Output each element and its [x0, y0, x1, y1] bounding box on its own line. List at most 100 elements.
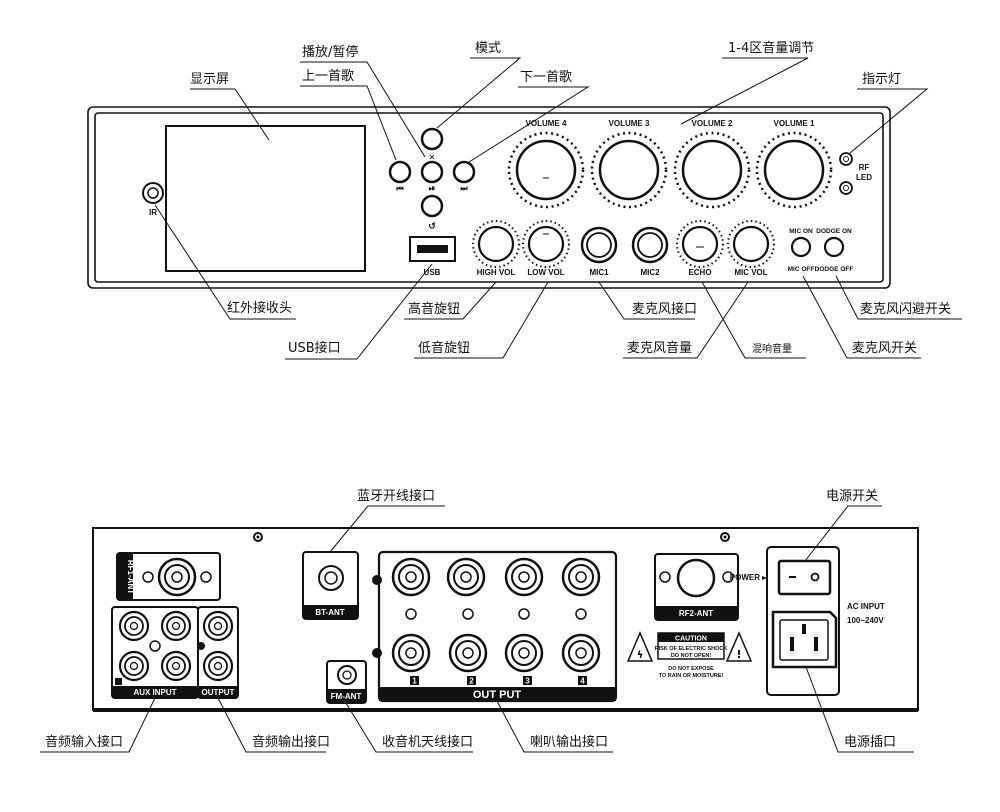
callout-display: 显示屏	[190, 72, 229, 87]
skip-forward-icon: ⏭	[460, 184, 468, 193]
ir-label: IR	[149, 208, 157, 217]
ir-receiver: IR	[142, 182, 164, 217]
display-screen	[165, 125, 366, 272]
mic-vol-knob[interactable]: MIC VOL	[727, 220, 775, 277]
caution-title: CAUTION	[675, 636, 707, 643]
mic-on-label: MIC ON	[789, 228, 813, 235]
rf1-ant-label: RF1-ANT	[126, 560, 135, 594]
callout-echo-volume: 混响音量	[752, 342, 792, 355]
warning-icon	[626, 631, 654, 662]
echo-knob[interactable]: ECHO	[676, 220, 724, 277]
rf-led: RF LED	[839, 152, 872, 195]
ch4-label: 4	[580, 677, 585, 686]
callout-mode: 模式	[475, 41, 501, 56]
callout-usb-port: USB接口	[288, 340, 341, 356]
low-vol-label: LOW VOL	[527, 268, 564, 277]
prev-song-button[interactable]: ⏮	[388, 160, 412, 193]
callout-bass-knob: 低音旋钮	[418, 340, 470, 356]
dodge-on-off-switch[interactable]: DODGE ON DODGE OFF	[815, 228, 854, 273]
mic2-jack[interactable]: MIC2	[631, 226, 669, 277]
out-put-label: OUT PUT	[473, 689, 522, 701]
callout-mic-volume: 麦克风音量	[627, 340, 692, 356]
high-vol-knob[interactable]: HIGH VOL	[472, 220, 520, 277]
volume-2-label: VOLUME 2	[692, 119, 733, 128]
volume-3-knob[interactable]: VOLUME 3	[590, 119, 668, 209]
caution-line2: DO NOT OPEN!	[671, 653, 712, 659]
callout-mic-port: 麦克风接口	[632, 301, 697, 317]
callout-speaker-output: 喇叭输出接口	[530, 734, 608, 750]
dodge-on-label: DODGE ON	[816, 228, 852, 235]
usb-label: USB	[424, 268, 441, 277]
volume-1-label: VOLUME 1	[774, 119, 815, 128]
callout-power-socket: 电源插口	[844, 735, 896, 750]
echo-label: ECHO	[688, 268, 711, 277]
ac-input-label: AC INPUT	[847, 602, 885, 611]
warn-line1: DO NOT EXPOSE	[668, 666, 714, 672]
repeat-button[interactable]: ↺	[420, 194, 444, 232]
fm-antenna-connector[interactable]: FM-ANT	[326, 660, 367, 704]
usb-port[interactable]: USB	[409, 236, 456, 277]
output-label: OUTPUT	[202, 688, 235, 697]
svg-text:ϟ: ϟ	[637, 650, 644, 661]
power-switch[interactable]	[777, 559, 832, 596]
mic1-label: MIC1	[589, 268, 609, 277]
bt-antenna-connector[interactable]: BT-ANT	[302, 551, 359, 620]
callout-prev-song: 上一首歌	[302, 69, 354, 84]
callout-power-switch: 电源开关	[826, 489, 878, 504]
rf-label: RF	[859, 163, 870, 172]
callout-fm-antenna: 收音机天线接口	[382, 734, 473, 750]
callout-mic-switch: 麦克风开关	[852, 341, 917, 356]
skip-back-icon: ⏮	[396, 184, 403, 193]
output-block[interactable]: OUTPUT	[197, 606, 239, 699]
rf1-antenna-connector[interactable]: RF1-ANT	[116, 552, 221, 601]
warning-icon	[725, 631, 753, 662]
caution-line1: RISK OF ELECTRIC SHOCK	[655, 646, 728, 652]
dodge-off-label: DODGE OFF	[815, 266, 854, 273]
bt-ant-label: BT-ANT	[315, 608, 344, 617]
power-label: POWER	[730, 573, 760, 582]
aux-input-label: AUX INPUT	[133, 688, 176, 697]
callout-dodge-switch: 麦克风闪避开关	[860, 302, 951, 317]
callout-indicator: 指示灯	[862, 72, 901, 87]
svg-text:!: !	[736, 648, 741, 661]
ch2-label: 2	[469, 677, 474, 686]
mic-off-label: MIC OFF	[788, 266, 815, 273]
front-callouts: 显示屏 播放/暂停 模式 上一首歌 下一首歌 1-4区音量调节 指示灯 红外接收…	[154, 40, 962, 360]
fm-ant-label: FM-ANT	[331, 692, 362, 701]
repeat-icon: ↺	[428, 222, 436, 232]
volume-1-knob[interactable]: VOLUME 1	[755, 119, 833, 209]
callout-audio-output: 音频输出接口	[252, 734, 330, 750]
callout-zone-volume: 1-4区音量调节	[728, 40, 814, 56]
caution-label: ϟ CAUTION RISK OF ELECTRIC SHOCK DO NOT …	[626, 631, 753, 679]
speaker-output-block[interactable]: OUT PUT 1 2 3 4	[372, 550, 618, 703]
volume-3-label: VOLUME 3	[609, 119, 650, 128]
callout-play-pause: 播放/暂停	[302, 44, 358, 60]
mic-on-off-switch[interactable]: MIC ON MIC OFF	[788, 228, 815, 273]
high-vol-label: HIGH VOL	[477, 268, 516, 277]
callout-bt-antenna: 蓝牙开线接口	[357, 488, 435, 504]
led-label: LED	[856, 173, 872, 182]
warn-line2: TO RAIN OR MOISTURE!	[659, 673, 724, 679]
mic-vol-label: MIC VOL	[734, 268, 767, 277]
ac-range-label: 100~240V	[847, 616, 884, 625]
ch3-label: 3	[525, 677, 530, 686]
mode-button[interactable]: ✕	[420, 127, 444, 162]
callout-next-song: 下一首歌	[520, 70, 572, 85]
mic1-jack[interactable]: MIC1	[580, 226, 618, 277]
volume-4-knob[interactable]: VOLUME 4	[507, 119, 585, 209]
ch1-label: 1	[412, 677, 417, 686]
callout-audio-input: 音频输入接口	[45, 734, 123, 750]
next-song-button[interactable]: ⏭	[452, 160, 476, 193]
play-pause-button[interactable]: ⏯	[420, 160, 444, 193]
aux-input-block[interactable]: AUX INPUT	[111, 606, 199, 699]
callout-treble-knob: 高音旋钮	[408, 301, 460, 317]
mic2-label: MIC2	[640, 268, 660, 277]
rear-callouts: 蓝牙开线接口 电源开关 音频输入接口 音频输出接口 收音机天线接口 喇叭输出接口…	[40, 488, 914, 753]
volume-2-knob[interactable]: VOLUME 2	[673, 119, 751, 209]
rf2-antenna-connector[interactable]: RF2-ANT	[654, 553, 739, 621]
power-socket[interactable]	[771, 610, 838, 669]
front-panel: IR ✕ ⏮ ⏯ ⏭ ↺ VOLUME 4	[87, 106, 891, 289]
low-vol-knob[interactable]: LOW VOL	[522, 220, 570, 277]
shuffle-icon: ✕	[429, 153, 436, 162]
rear-panel: RF1-ANT AUX INPUT OUTPUT	[92, 527, 919, 712]
